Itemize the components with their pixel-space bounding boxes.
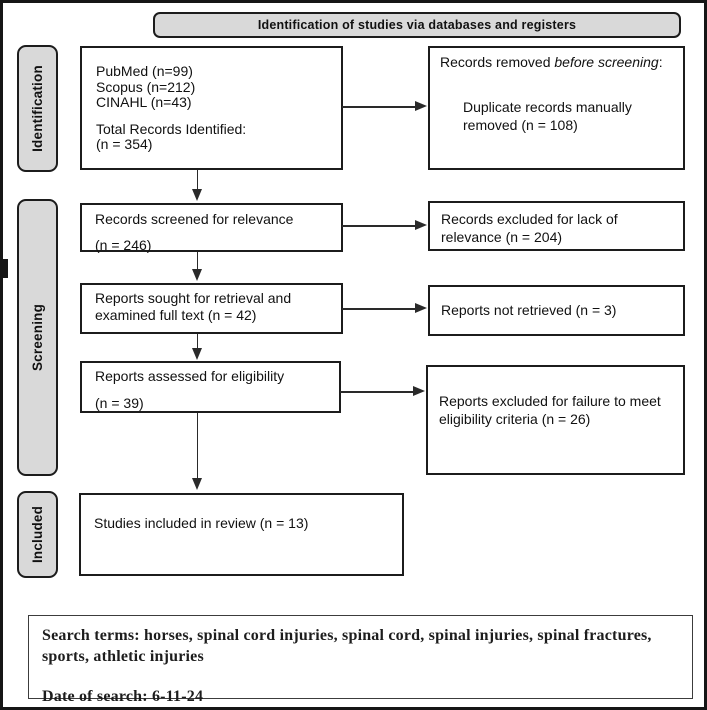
stage-identification-label: Identification [30, 65, 45, 152]
arrow-line [342, 106, 416, 108]
stage-screening-label: Screening [30, 303, 46, 372]
arrow-head-icon [415, 303, 427, 313]
source-cinahl: CINAHL (n=43) [96, 94, 192, 110]
arrow-line [342, 308, 416, 310]
arrow-line [342, 225, 416, 227]
records-removed-colon: : [658, 54, 663, 70]
stage-identification: Identification [17, 45, 58, 172]
box-reports-excluded-eligibility: Reports excluded for failure to meet eli… [426, 365, 685, 475]
box-reports-sought: Reports sought for retrieval and examine… [80, 283, 343, 334]
arrow-line [196, 334, 199, 350]
stage-included-label: Included [30, 505, 46, 564]
records-screened-text: Records screened for relevance [95, 211, 294, 227]
records-removed-pre: Records removed [440, 54, 555, 70]
arrow-head-icon [192, 478, 202, 490]
stage-screening: Screening [17, 199, 58, 476]
reports-sought-text: Reports sought for retrieval and examine… [95, 290, 292, 323]
arrow-head-icon [192, 189, 202, 201]
diagram-title: Identification of studies via databases … [257, 18, 577, 32]
source-pubmed: PubMed (n=99) [96, 63, 193, 79]
arrow-head-icon [192, 269, 202, 281]
records-removed-italic: before screening [554, 54, 659, 70]
search-date-text: Date of search: 6-11-24 [42, 688, 204, 705]
duplicates-removed-text: Duplicate records manually removed (n = … [463, 99, 632, 133]
left-edge-mark [3, 259, 8, 278]
total-records-label: Total Records Identified: [96, 120, 247, 137]
arrow-head-icon [192, 348, 202, 360]
box-reports-assessed: Reports assessed for eligibility (n = 39… [80, 361, 341, 413]
stage-included: Included [17, 491, 58, 578]
box-reports-not-retrieved: Reports not retrieved (n = 3) [428, 285, 685, 336]
arrow-line [196, 252, 199, 271]
box-studies-included: Studies included in review (n = 13) [79, 493, 404, 576]
diagram-title-banner: Identification of studies via databases … [153, 12, 681, 38]
arrow-line [196, 413, 199, 479]
reports-excluded-eligibility-text: Reports excluded for failure to meet eli… [439, 393, 661, 427]
reports-assessed-count: (n = 39) [95, 395, 144, 411]
total-records-count: (n = 354) [96, 136, 153, 152]
reports-assessed-text: Reports assessed for eligibility [95, 368, 285, 384]
box-records-removed: Records removed before screening: Duplic… [428, 46, 685, 170]
records-excluded-relevance-text: Records excluded for lack of relevance (… [441, 211, 618, 245]
reports-not-retrieved-text: Reports not retrieved (n = 3) [441, 302, 617, 318]
arrow-head-icon [413, 386, 425, 396]
studies-included-text: Studies included in review (n = 13) [94, 515, 309, 531]
source-scopus: Scopus (n=212) [96, 78, 196, 95]
arrow-line [196, 170, 199, 191]
search-terms-note: Search terms: horses, spinal cord injuri… [28, 615, 693, 705]
box-records-screened: Records screened for relevance (n = 246) [80, 203, 343, 253]
arrow-head-icon [415, 101, 427, 111]
records-screened-count: (n = 246) [95, 237, 152, 253]
search-terms-text: Search terms: horses, spinal cord injuri… [42, 627, 652, 665]
box-records-excluded-relevance: Records excluded for lack of relevance (… [428, 201, 685, 251]
records-removed-heading: Records removed before screening: [440, 53, 673, 71]
arrow-line [340, 391, 414, 393]
box-records-identified: PubMed (n=99) Scopus (n=212) CINAHL (n=4… [80, 46, 343, 170]
arrow-head-icon [415, 220, 427, 230]
